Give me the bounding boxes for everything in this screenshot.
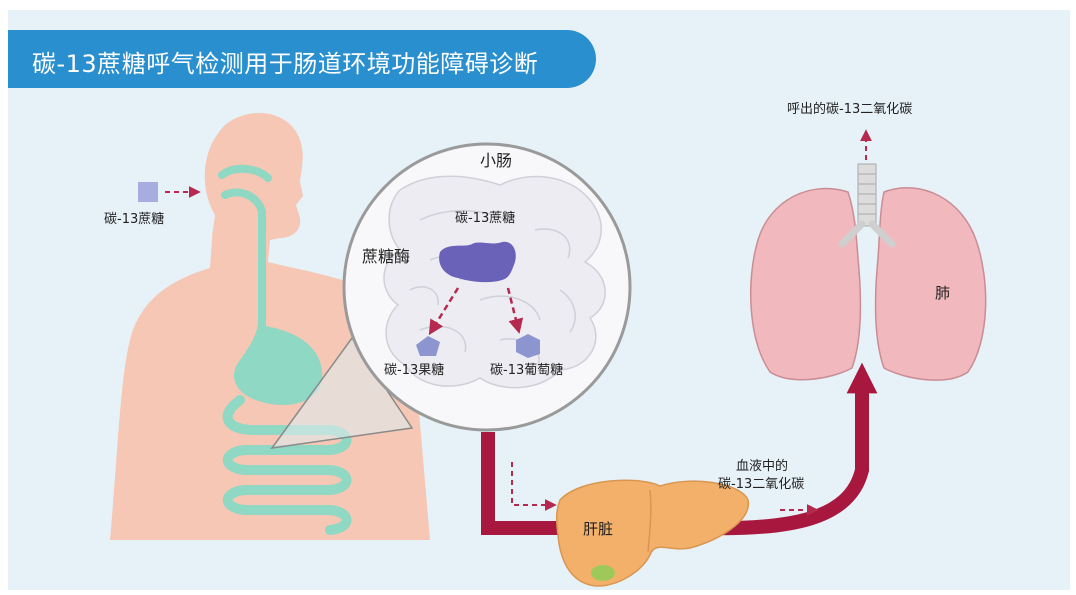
absorption-arrow bbox=[512, 462, 552, 505]
lungs-label: 肺 bbox=[935, 284, 950, 302]
trachea bbox=[858, 164, 876, 226]
sucrose-input-label: 碳-13蔗糖 bbox=[104, 211, 164, 227]
sucrose-intestine-label: 碳-13蔗糖 bbox=[455, 210, 515, 226]
glucose-label: 碳-13葡萄糖 bbox=[490, 362, 563, 378]
liver-label: 肝脏 bbox=[583, 520, 613, 538]
magnified-intestine: 小肠 碳-13蔗糖 蔗糖酶 碳-13果糖 碳-13葡萄糖 bbox=[344, 144, 630, 430]
right-lung bbox=[876, 188, 986, 380]
lungs: 肺 bbox=[751, 164, 986, 380]
title-banner: 碳-13蔗糖呼气检测用于肠道环境功能障碍诊断 bbox=[8, 30, 596, 88]
small-intestine-label: 小肠 bbox=[480, 151, 512, 170]
sucrase-label: 蔗糖酶 bbox=[362, 247, 410, 266]
blood-co2-label-line2: 碳-13二氧化碳 bbox=[718, 477, 804, 492]
blood-co2-label-line1: 血液中的 bbox=[736, 458, 788, 474]
page-title: 碳-13蔗糖呼气检测用于肠道环境功能障碍诊断 bbox=[32, 44, 538, 79]
sucrose-square-icon bbox=[138, 182, 158, 202]
exhaled-co2-label: 呼出的碳-13二氧化碳 bbox=[787, 101, 912, 117]
liver: 肝脏 bbox=[557, 480, 749, 586]
gallbladder bbox=[591, 565, 615, 581]
left-lung bbox=[751, 189, 861, 380]
fructose-label: 碳-13果糖 bbox=[384, 362, 444, 378]
